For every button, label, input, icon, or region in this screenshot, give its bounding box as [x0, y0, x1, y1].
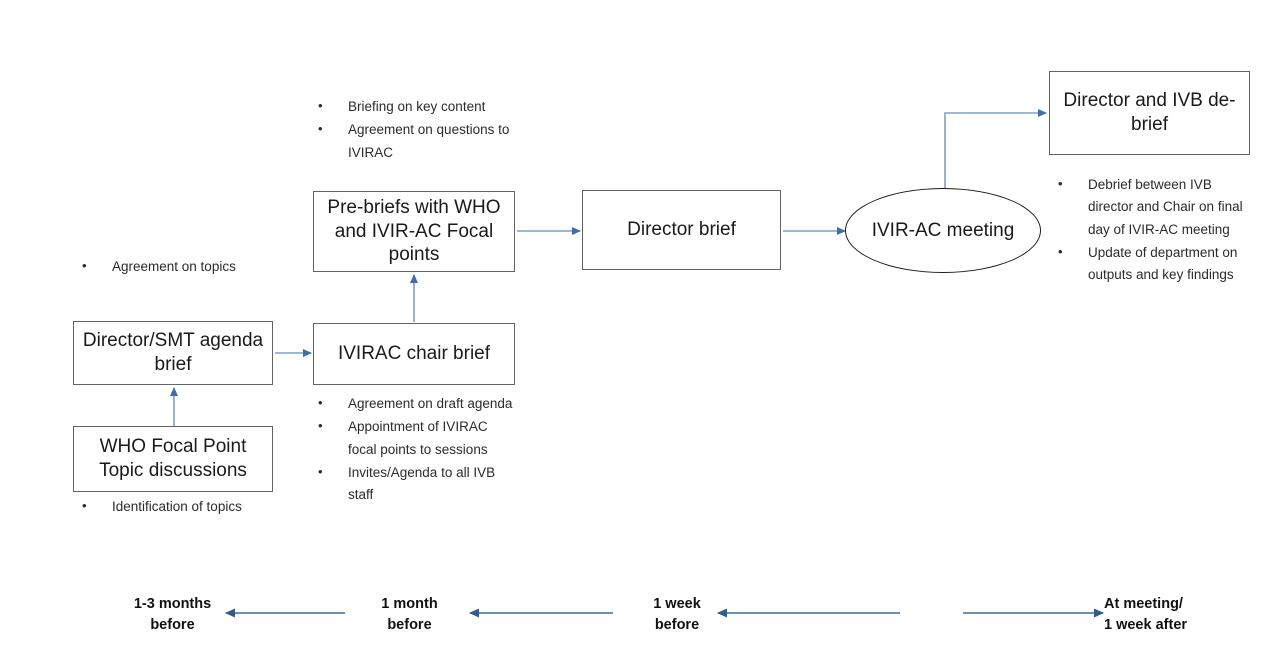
node-ivirac-meeting[interactable]: IVIR-AC meeting [845, 188, 1041, 273]
node-label: Director and IVB de-brief [1063, 90, 1236, 135]
bullet-item: Identification of topics [82, 495, 282, 518]
node-label: WHO Focal Point Topic discussions [99, 436, 247, 481]
bullet-item: Appointment of IVIRAC focal points to se… [318, 415, 513, 461]
bullet-item: Briefing on key content [318, 95, 528, 118]
node-label: Pre-briefs with WHO and IVIR-AC Focal po… [327, 196, 501, 266]
bullet-item: Agreement on questions to IVIRAC [318, 118, 528, 164]
timeline-label-1: 1-3 months before [133, 596, 212, 634]
node-director-smt-agenda-brief[interactable]: Director/SMT agenda brief [73, 321, 273, 385]
node-director-ivb-debrief[interactable]: Director and IVB de-brief [1049, 71, 1250, 155]
timeline-label-3: 1 week before [653, 596, 701, 634]
node-ivirac-chair-brief[interactable]: IVIRAC chair brief [313, 323, 515, 385]
timeline-label-2: 1 month before [381, 596, 438, 634]
bullet-item: Debrief between IVB director and Chair o… [1058, 173, 1254, 241]
annotation-pre-briefs: Briefing on key content Agreement on que… [318, 95, 528, 165]
bullet-item: Agreement on topics [82, 255, 282, 278]
annotation-chair-brief: Agreement on draft agenda Appointment of… [318, 392, 513, 507]
connector-meeting-to-debrief [944, 109, 1047, 188]
node-director-brief[interactable]: Director brief [582, 190, 781, 270]
bullet-item: Update of department on outputs and key … [1058, 241, 1254, 287]
node-label: Director/SMT agenda brief [82, 330, 264, 375]
bullet-item: Agreement on draft agenda [318, 392, 513, 415]
node-label: Director brief [627, 219, 736, 241]
node-pre-briefs[interactable]: Pre-briefs with WHO and IVIR-AC Focal po… [313, 191, 515, 272]
annotation-who-focal-point: Identification of topics [82, 495, 282, 519]
bullet-item: Invites/Agenda to all IVB staff [318, 461, 513, 507]
node-label: IVIRAC chair brief [337, 343, 491, 365]
annotation-agenda-brief: Agreement on topics [82, 255, 282, 279]
annotation-debrief: Debrief between IVB director and Chair o… [1058, 173, 1254, 287]
node-label: IVIR-AC meeting [871, 219, 1015, 241]
node-who-focal-point[interactable]: WHO Focal Point Topic discussions [73, 426, 273, 492]
timeline-label-4: At meeting/ 1 week after [1104, 596, 1188, 634]
